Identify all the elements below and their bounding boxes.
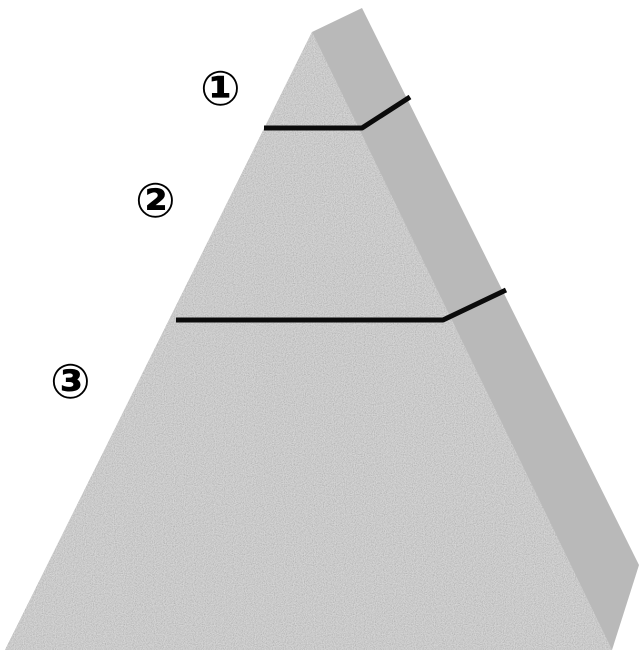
- section-marker-3: ③: [50, 354, 91, 410]
- section-marker-1: ①: [200, 61, 241, 117]
- section-marker-2: ②: [135, 173, 176, 229]
